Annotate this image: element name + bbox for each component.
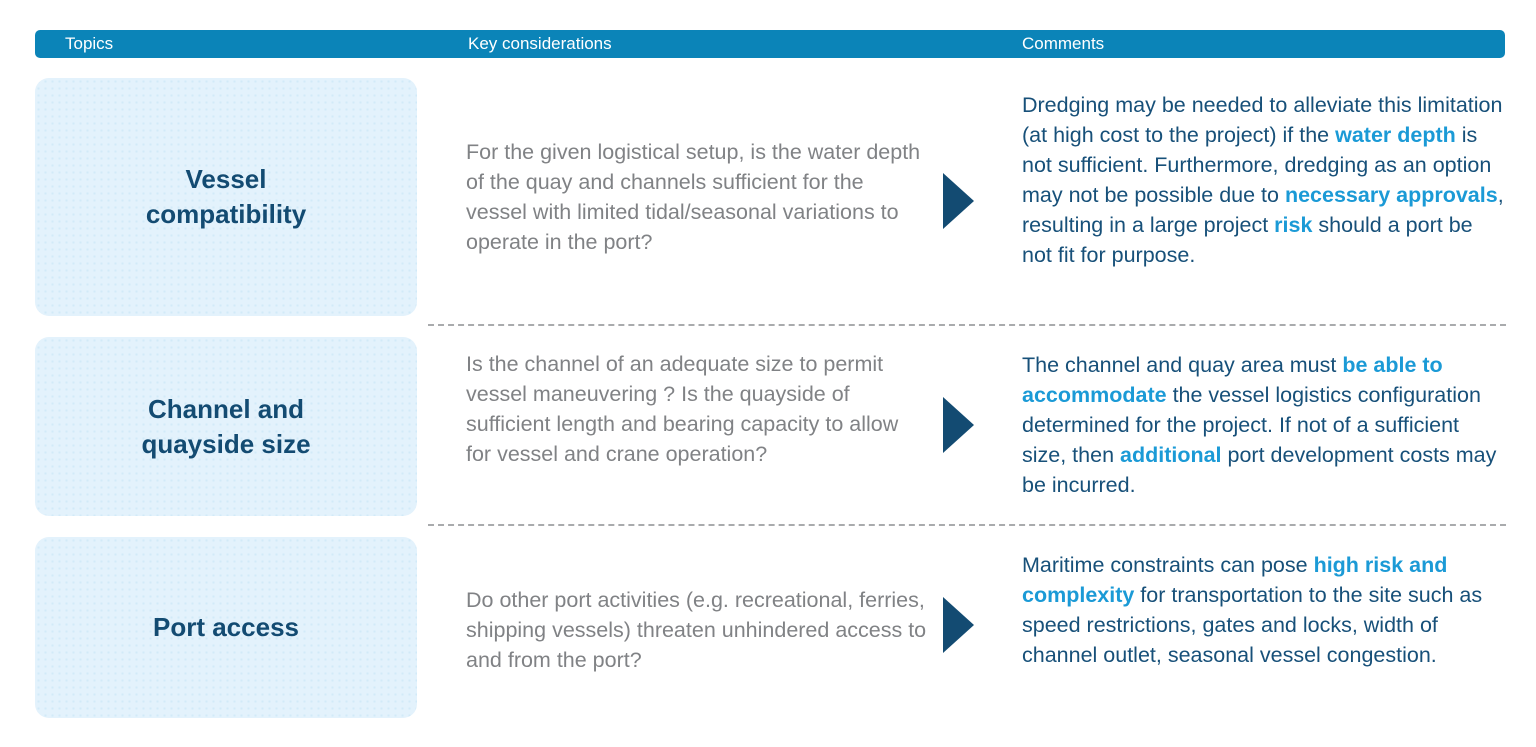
- table-header-bar: Topics Key considerations Comments: [35, 30, 1505, 58]
- topic-box-vessel-compatibility: Vessel compatibility: [35, 78, 417, 316]
- right-arrow-icon: [943, 597, 974, 653]
- right-arrow-icon: [943, 173, 974, 229]
- row-divider: [428, 324, 1506, 326]
- topic-box-port-access: Port access: [35, 537, 417, 718]
- topic-label: Channel and quayside size: [141, 393, 311, 459]
- column-header-key-considerations: Key considerations: [468, 34, 612, 53]
- comment-text: Maritime constraints can pose high risk …: [1022, 553, 1483, 667]
- topic-label: Port access: [153, 612, 299, 642]
- topic-label: Vessel compatibility: [145, 164, 307, 229]
- comment-text: Dredging may be needed to alleviate this…: [1022, 93, 1504, 267]
- topic-box-channel-and-quayside-size: Channel and quayside size: [35, 337, 417, 516]
- key-consideration-text: For the given logistical setup, is the w…: [466, 140, 921, 254]
- key-consideration-text: Do other port activities (e.g. recreatio…: [466, 588, 927, 672]
- column-header-topics: Topics: [65, 34, 114, 53]
- row-divider: [428, 524, 1506, 526]
- key-consideration-text: Is the channel of an adequate size to pe…: [466, 352, 899, 466]
- column-header-comments: Comments: [1022, 34, 1105, 53]
- right-arrow-icon: [943, 397, 974, 453]
- comment-text: The channel and quay area must be able t…: [1022, 353, 1497, 497]
